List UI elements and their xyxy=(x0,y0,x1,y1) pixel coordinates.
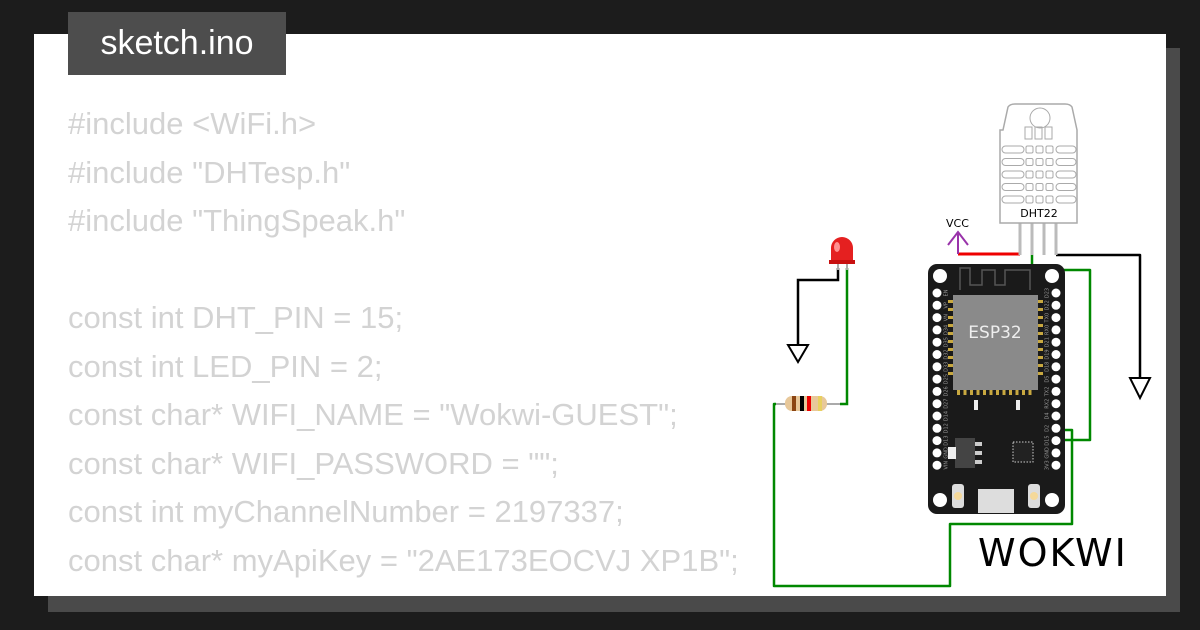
code-line: const char* WIFI_PASSWORD = ""; xyxy=(68,445,559,481)
code-view: #include <WiFi.h> #include "DHTesp.h" #i… xyxy=(68,100,739,596)
pin-d19[interactable] xyxy=(1051,350,1061,359)
pin-label: VN xyxy=(944,314,950,321)
pin-en[interactable] xyxy=(932,288,942,298)
pin-vn[interactable] xyxy=(932,313,942,323)
pin-label: TX2 xyxy=(1045,387,1051,398)
pin-d23[interactable] xyxy=(1051,288,1061,298)
code-line: const char* WIFI_NAME = "Wokwi-GUEST"; xyxy=(68,397,678,432)
pin-d2[interactable] xyxy=(1051,423,1061,433)
pin-label: RX2 xyxy=(1045,399,1051,409)
pin-label: D19 xyxy=(1045,349,1051,359)
file-tab[interactable]: sketch.ino xyxy=(68,12,286,75)
pin-label: RX0 xyxy=(1045,325,1051,335)
pin-d5[interactable] xyxy=(1051,374,1061,384)
dht22-sensor[interactable]: DHT22 xyxy=(999,103,1078,255)
pin-d26[interactable] xyxy=(932,386,942,396)
resistor[interactable] xyxy=(776,396,840,411)
pin-d13[interactable] xyxy=(932,436,942,446)
pin-d34[interactable] xyxy=(932,325,942,335)
pin-d12[interactable] xyxy=(932,423,942,433)
led[interactable] xyxy=(829,237,855,270)
pin-d32[interactable] xyxy=(932,350,942,359)
wokwi-logo: WOKWI xyxy=(978,531,1128,575)
pin-label: D25 xyxy=(944,374,950,384)
pin-label: D35 xyxy=(944,337,950,347)
code-line: const int myChannelNumber = 2197337; xyxy=(68,494,624,529)
pin-d14[interactable] xyxy=(932,411,942,421)
pin-d35[interactable] xyxy=(932,337,942,347)
pin-label: D14 xyxy=(944,411,950,421)
ground-symbol xyxy=(1128,377,1152,401)
pin-label: D13 xyxy=(944,435,950,445)
pin-label: D33 xyxy=(944,362,950,372)
pin-vp[interactable] xyxy=(932,300,942,310)
pin-d21[interactable] xyxy=(1051,337,1061,347)
pin-gnd[interactable] xyxy=(932,448,942,458)
pin-gnd[interactable] xyxy=(1051,448,1061,458)
code-line: const int DHT_PIN = 15; xyxy=(68,300,404,335)
pin-d22[interactable] xyxy=(1051,300,1061,310)
pin-label: D4 xyxy=(1045,412,1051,419)
pin-d15[interactable] xyxy=(1051,436,1061,446)
pin-label: D34 xyxy=(944,325,950,335)
esp32-board[interactable]: ESP32 ENVPVND34D35D32D33D25D26D27D14D12D… xyxy=(928,264,1065,514)
pin-rx0[interactable] xyxy=(1051,325,1061,335)
dht22-label: DHT22 xyxy=(1020,207,1057,220)
wire-led-anode xyxy=(840,268,849,406)
wire-gnd xyxy=(1056,253,1142,378)
wire-led-cathode xyxy=(796,268,840,345)
vcc-symbol xyxy=(947,230,969,254)
pin-d18[interactable] xyxy=(1051,362,1061,372)
esp32-chip xyxy=(953,295,1038,390)
pin-label: EN xyxy=(944,289,950,296)
pin-label: D5 xyxy=(1045,376,1051,383)
code-line: const char* myApiKey = "2AE173EOCVJ XP1B… xyxy=(68,542,739,578)
pin-label: D18 xyxy=(1045,362,1051,372)
pin-rx2[interactable] xyxy=(1051,399,1061,409)
vcc-label: VCC xyxy=(946,217,969,230)
pin-label: GND xyxy=(944,447,950,459)
pin-label: D26 xyxy=(944,386,950,396)
pin-tx0[interactable] xyxy=(1051,313,1061,323)
pin-label: 3V3 xyxy=(1045,460,1051,470)
esp32-label: ESP32 xyxy=(968,323,1021,343)
pin-label: VIN xyxy=(944,461,950,470)
pin-3v3[interactable] xyxy=(1051,460,1061,470)
code-line: const int LED_PIN = 2; xyxy=(68,348,383,384)
pin-label: TX0 xyxy=(1045,313,1051,324)
pin-label: D12 xyxy=(944,423,950,433)
pin-d25[interactable] xyxy=(932,374,942,384)
pin-label: GND xyxy=(1045,447,1051,459)
pin-label: D21 xyxy=(1045,337,1051,347)
code-line: #include "DHTesp.h" xyxy=(68,154,351,190)
svg-text:WOKWI: WOKWI xyxy=(978,531,1128,575)
pin-label: D32 xyxy=(944,349,950,359)
pin-label: D2 xyxy=(1045,425,1051,432)
pin-label: D27 xyxy=(944,399,950,409)
code-line: const char* server = "api.thingspeak.com… xyxy=(68,585,739,596)
pin-vin[interactable] xyxy=(932,460,942,470)
code-line: #include <WiFi.h> xyxy=(68,106,317,141)
pin-d27[interactable] xyxy=(932,399,942,409)
pin-d33[interactable] xyxy=(932,362,942,372)
pin-d4[interactable] xyxy=(1051,411,1061,421)
pin-label: D15 xyxy=(1045,435,1051,445)
pin-label: VP xyxy=(944,302,950,308)
pin-label: D23 xyxy=(1045,288,1051,298)
wire-resistor-d2 xyxy=(772,402,1074,588)
code-line: #include "ThingSpeak.h" xyxy=(68,203,406,238)
ground-symbol xyxy=(786,344,810,364)
pin-label: D22 xyxy=(1045,300,1051,310)
pin-tx2[interactable] xyxy=(1051,386,1061,396)
